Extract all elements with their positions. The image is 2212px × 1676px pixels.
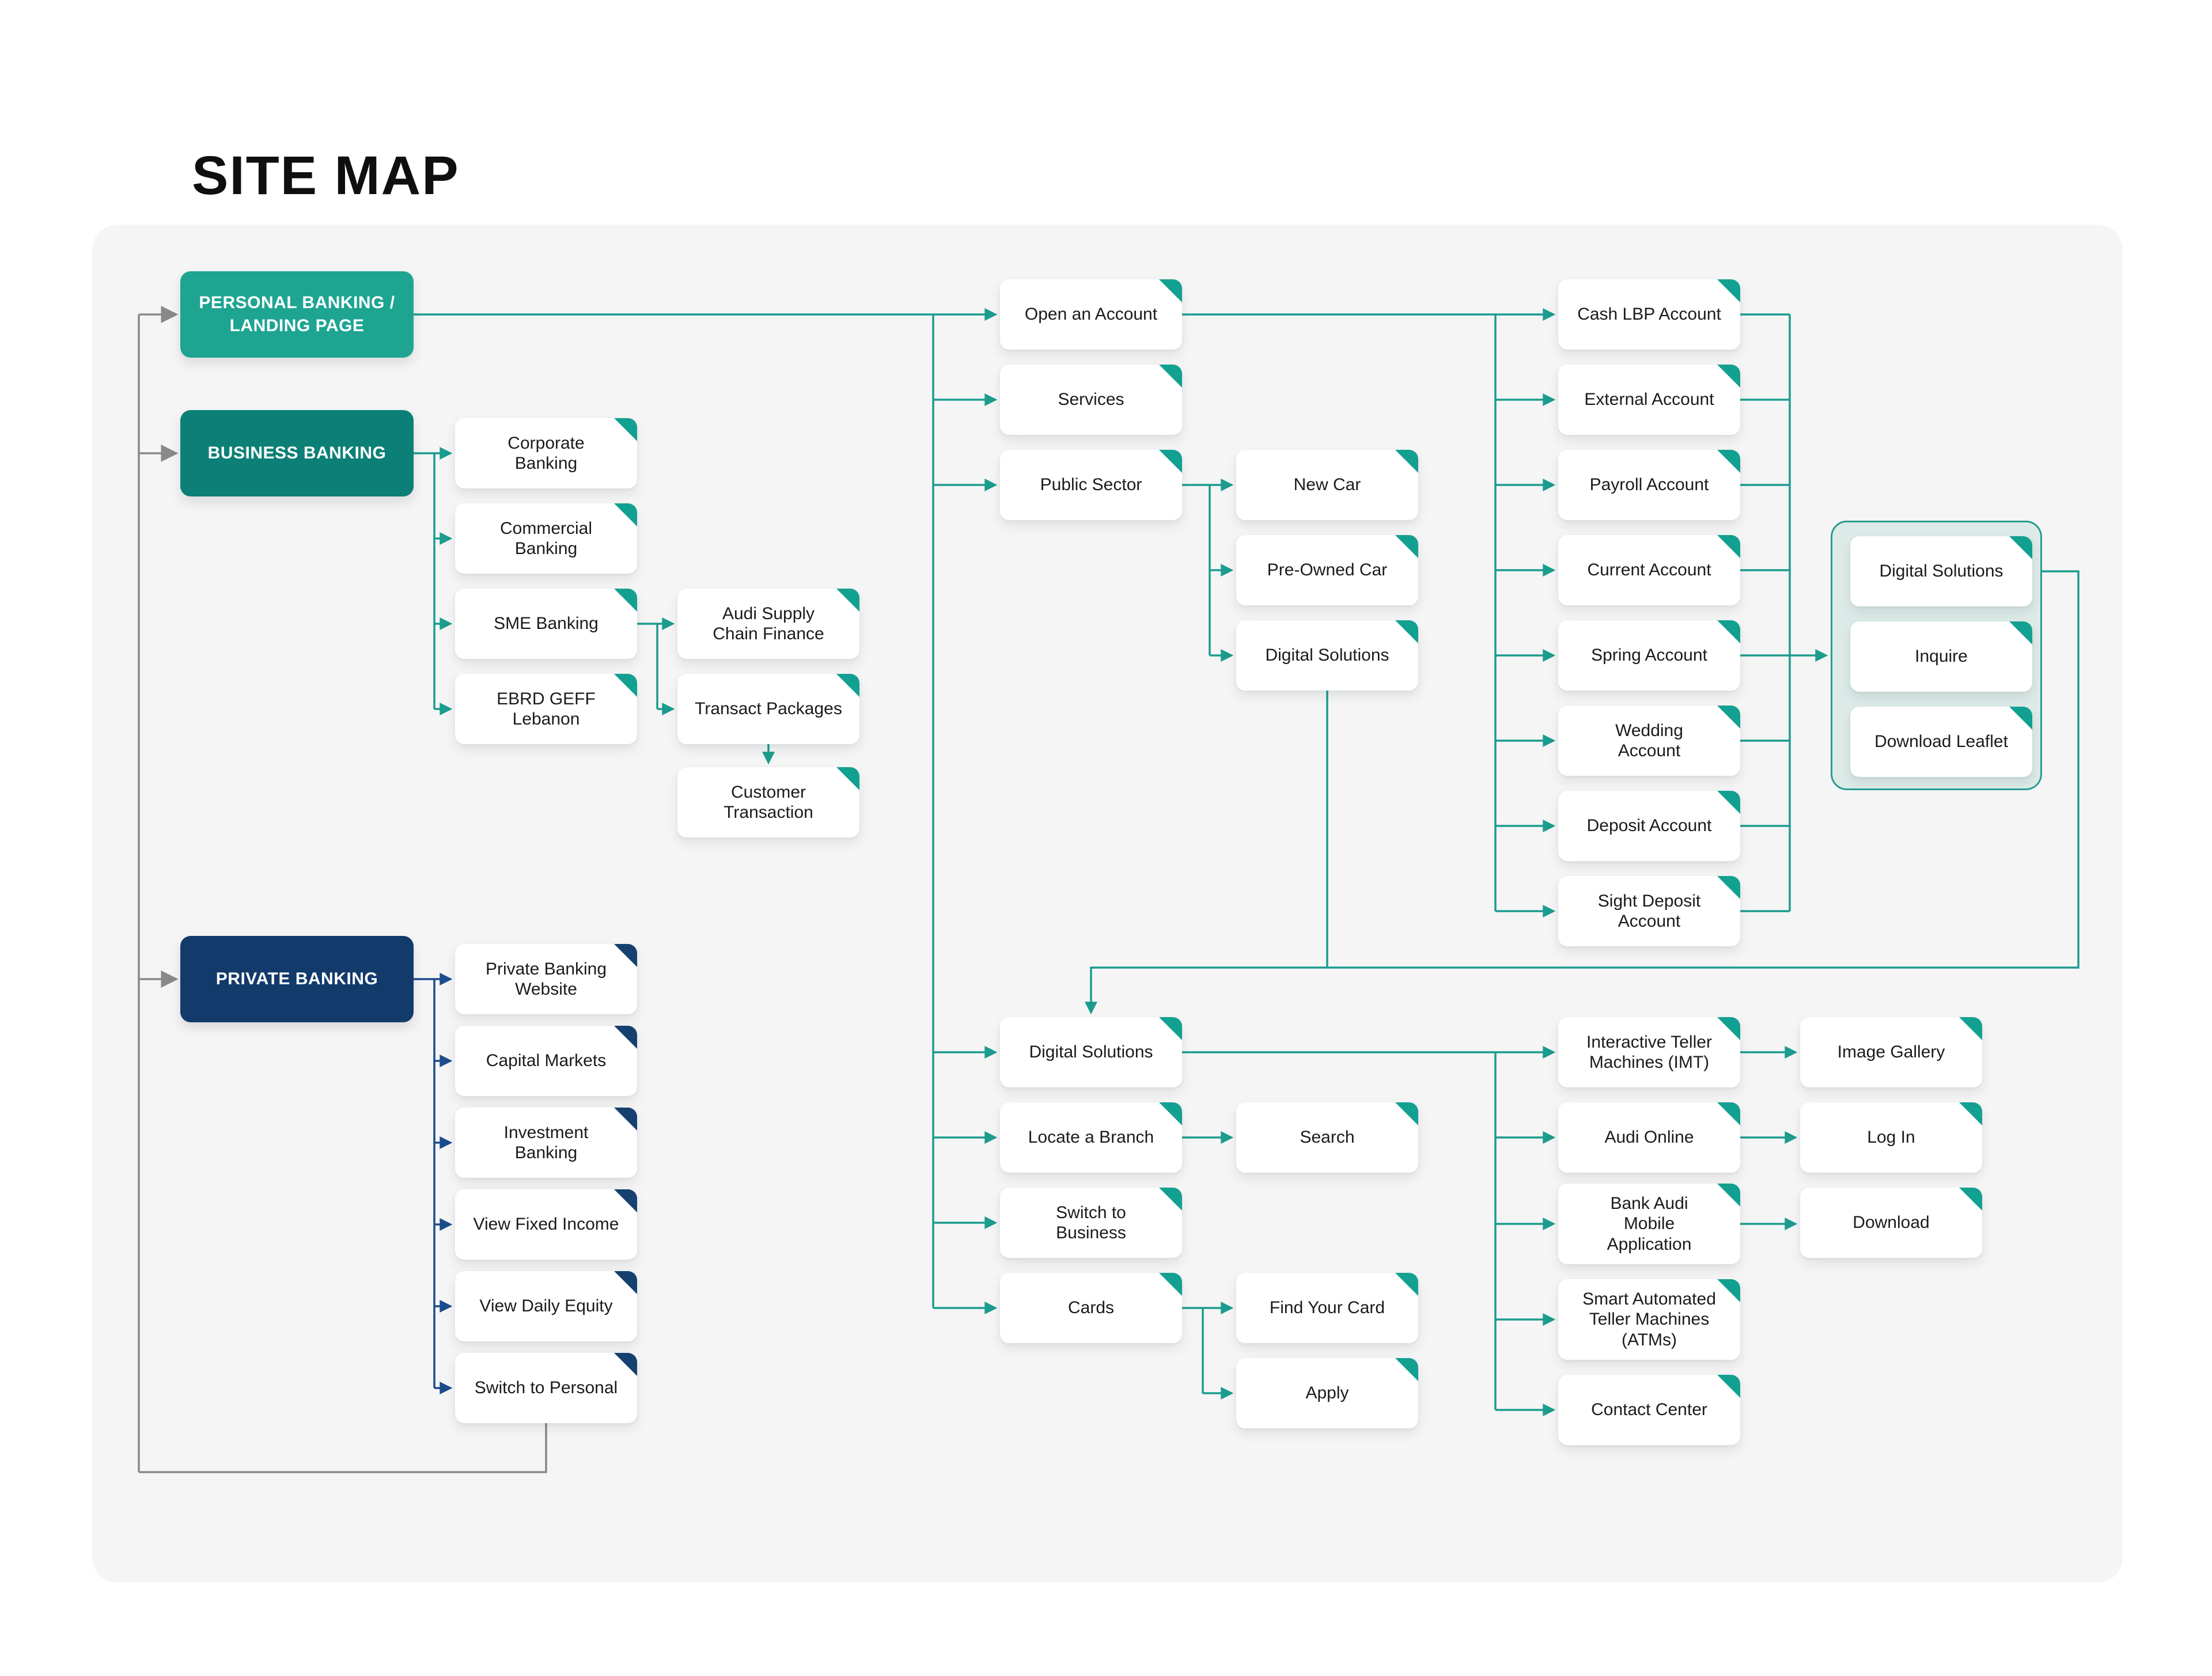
- corner-fold-icon: [614, 1189, 637, 1212]
- node-personal-banking: PERSONAL BANKING / LANDING PAGE: [180, 271, 414, 358]
- gray-hub-connectors: [138, 306, 547, 1473]
- node-payroll-account: Payroll Account: [1558, 450, 1740, 520]
- corner-fold-icon: [1159, 365, 1182, 388]
- corner-fold-icon: [1717, 706, 1740, 729]
- node-commercial-banking: Commercial Banking: [455, 503, 637, 574]
- corner-fold-icon: [1159, 279, 1182, 302]
- corner-fold-icon: [836, 674, 859, 697]
- corner-fold-icon: [614, 589, 637, 612]
- node-sight-deposit-account: Sight Deposit Account: [1558, 876, 1740, 946]
- corner-fold-icon: [614, 1108, 637, 1131]
- corner-fold-icon: [614, 1026, 637, 1049]
- node-search: Search: [1236, 1102, 1418, 1173]
- corner-fold-icon: [2009, 536, 2032, 559]
- corner-fold-icon: [2009, 621, 2032, 644]
- node-transact-packages: Transact Packages: [677, 674, 859, 744]
- node-digital-solutions-public-sector: Digital Solutions: [1236, 620, 1418, 691]
- node-log-in: Log In: [1800, 1102, 1982, 1173]
- corner-fold-icon: [1717, 1184, 1740, 1207]
- corner-fold-icon: [1159, 1188, 1182, 1211]
- node-contact-center: Contact Center: [1558, 1375, 1740, 1445]
- node-capital-markets: Capital Markets: [455, 1026, 637, 1096]
- node-public-sector: Public Sector: [1000, 450, 1182, 520]
- node-cash-lbp-account: Cash LBP Account: [1558, 279, 1740, 350]
- corner-fold-icon: [1717, 1375, 1740, 1398]
- node-download-leaflet: Download Leaflet: [1850, 707, 2032, 777]
- node-open-an-account: Open an Account: [1000, 279, 1182, 350]
- corner-fold-icon: [1159, 1017, 1182, 1040]
- node-sme-banking: SME Banking: [455, 589, 637, 659]
- node-services: Services: [1000, 365, 1182, 435]
- node-bank-audi-mobile-application: Bank Audi Mobile Application: [1558, 1184, 1740, 1264]
- node-spring-account: Spring Account: [1558, 620, 1740, 691]
- corner-fold-icon: [2009, 707, 2032, 730]
- corner-fold-icon: [1959, 1102, 1982, 1125]
- corner-fold-icon: [1717, 535, 1740, 558]
- corner-fold-icon: [1717, 876, 1740, 899]
- corner-fold-icon: [614, 418, 637, 441]
- corner-fold-icon: [836, 589, 859, 612]
- node-ebrd-geff-lebanon: EBRD GEFF Lebanon: [455, 674, 637, 744]
- corner-fold-icon: [1959, 1017, 1982, 1040]
- corner-fold-icon: [614, 503, 637, 526]
- node-interactive-teller-machines: Interactive Teller Machines (IMT): [1558, 1017, 1740, 1087]
- node-locate-a-branch: Locate a Branch: [1000, 1102, 1182, 1173]
- node-find-your-card: Find Your Card: [1236, 1273, 1418, 1343]
- navy-connectors: [414, 973, 453, 1394]
- corner-fold-icon: [1395, 1273, 1418, 1296]
- corner-fold-icon: [1717, 620, 1740, 643]
- node-view-daily-equity: View Daily Equity: [455, 1271, 637, 1341]
- corner-fold-icon: [836, 767, 859, 790]
- node-switch-to-personal: Switch to Personal: [455, 1353, 637, 1423]
- node-external-account: External Account: [1558, 365, 1740, 435]
- corner-fold-icon: [1717, 791, 1740, 814]
- corner-fold-icon: [1159, 1102, 1182, 1125]
- node-new-car: New Car: [1236, 450, 1418, 520]
- node-apply: Apply: [1236, 1358, 1418, 1428]
- node-private-banking-website: Private Banking Website: [455, 944, 637, 1014]
- corner-fold-icon: [1717, 279, 1740, 302]
- corner-fold-icon: [1717, 450, 1740, 473]
- node-switch-to-business: Switch to Business: [1000, 1188, 1182, 1258]
- node-business-banking: BUSINESS BANKING: [180, 410, 414, 496]
- corner-fold-icon: [1717, 1102, 1740, 1125]
- corner-fold-icon: [1717, 365, 1740, 388]
- node-digital-solutions-group: Digital Solutions: [1850, 536, 2032, 606]
- node-digital-solutions-main: Digital Solutions: [1000, 1017, 1182, 1087]
- corner-fold-icon: [1395, 535, 1418, 558]
- teal-connectors: [414, 308, 2080, 1416]
- corner-fold-icon: [614, 1353, 637, 1376]
- page-title: SITE MAP: [192, 145, 460, 206]
- node-investment-banking: Investment Banking: [455, 1108, 637, 1178]
- node-deposit-account: Deposit Account: [1558, 791, 1740, 861]
- node-corporate-banking: Corporate Banking: [455, 418, 637, 488]
- node-download: Download: [1800, 1188, 1982, 1258]
- corner-fold-icon: [1395, 620, 1418, 643]
- node-image-gallery: Image Gallery: [1800, 1017, 1982, 1087]
- corner-fold-icon: [1395, 450, 1418, 473]
- node-audi-online: Audi Online: [1558, 1102, 1740, 1173]
- node-inquire: Inquire: [1850, 621, 2032, 692]
- corner-fold-icon: [614, 944, 637, 967]
- corner-fold-icon: [1395, 1102, 1418, 1125]
- node-customer-transaction: Customer Transaction: [677, 767, 859, 837]
- node-audi-supply-chain-finance: Audi Supply Chain Finance: [677, 589, 859, 659]
- corner-fold-icon: [1959, 1188, 1982, 1211]
- node-private-banking: PRIVATE BANKING: [180, 936, 414, 1022]
- corner-fold-icon: [1159, 1273, 1182, 1296]
- corner-fold-icon: [1159, 450, 1182, 473]
- corner-fold-icon: [1395, 1358, 1418, 1381]
- corner-fold-icon: [614, 1271, 637, 1294]
- node-view-fixed-income: View Fixed Income: [455, 1189, 637, 1260]
- node-pre-owned-car: Pre-Owned Car: [1236, 535, 1418, 605]
- node-smart-atms: Smart Automated Teller Machines (ATMs): [1558, 1279, 1740, 1360]
- node-wedding-account: Wedding Account: [1558, 706, 1740, 776]
- corner-fold-icon: [614, 674, 637, 697]
- node-current-account: Current Account: [1558, 535, 1740, 605]
- node-cards: Cards: [1000, 1273, 1182, 1343]
